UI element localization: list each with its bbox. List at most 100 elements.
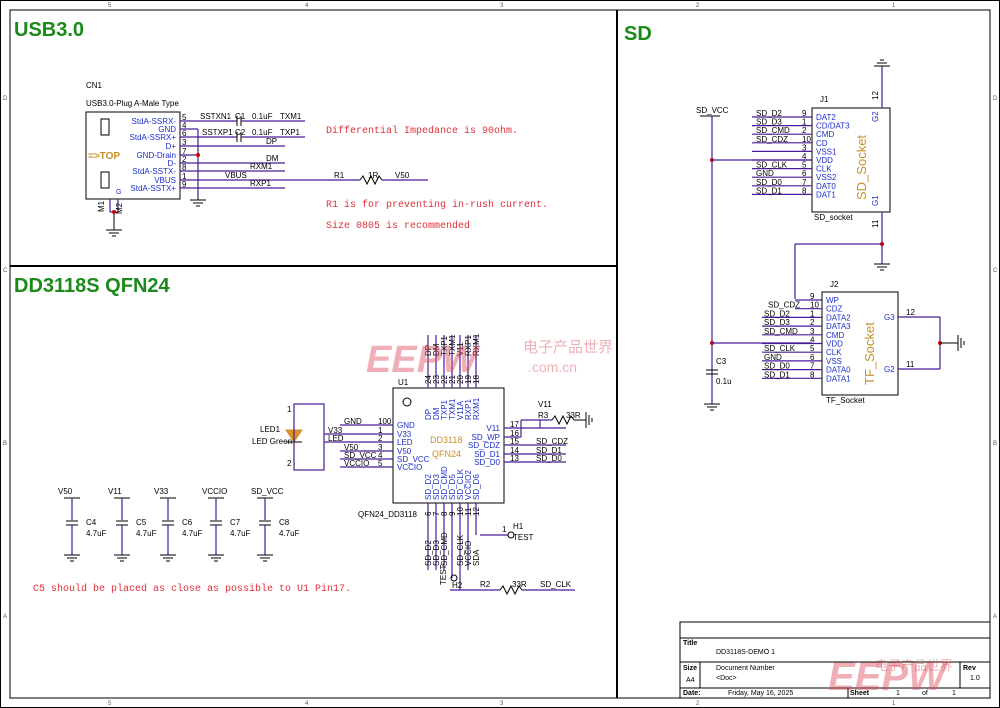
- svg-text:电子产品世界: 电子产品世界: [523, 339, 613, 356]
- svg-text:1: 1: [896, 690, 900, 697]
- cn1-pin-number: 3: [182, 138, 187, 147]
- u1-pin-name: SD_WP: [472, 433, 500, 442]
- cn1-pin-name: D+: [166, 142, 177, 151]
- cap-net-label: V11: [108, 487, 122, 496]
- cn1-pin-number: 9: [182, 180, 187, 189]
- svg-text:C3: C3: [716, 357, 727, 366]
- j2-net-label: SD_CDZ: [768, 301, 800, 310]
- u1-pin-name: SD_D0: [474, 458, 500, 467]
- svg-text:SD_socket: SD_socket: [814, 213, 853, 222]
- svg-text:SSTXP1: SSTXP1: [202, 128, 233, 137]
- j2-pin-name: DATA0: [826, 366, 851, 375]
- u1-net-label: SD_D1: [536, 446, 562, 455]
- svg-text:LED1: LED1: [260, 425, 281, 434]
- svg-text:LED Green: LED Green: [252, 437, 292, 446]
- u1-pin-number: 7: [432, 511, 441, 516]
- j1-pin-name: DAT2: [816, 113, 836, 122]
- svg-text:QFN24: QFN24: [432, 449, 461, 459]
- svg-text:U1: U1: [398, 378, 409, 387]
- j2-pin-number: 10: [810, 301, 819, 310]
- svg-text:1: 1: [287, 405, 292, 414]
- cap-net-label: V33: [154, 487, 169, 496]
- j1-pin-name: VSS1: [816, 147, 837, 156]
- svg-text:C1: C1: [235, 112, 246, 121]
- u1-pin-name: TXP1: [440, 399, 449, 420]
- svg-text:TF_Socket: TF_Socket: [862, 322, 877, 385]
- j1-pin-name: CMD: [816, 130, 834, 139]
- u1-pin-number: 1: [378, 426, 383, 435]
- svg-text:TEST: TEST: [513, 533, 534, 542]
- u1-pin-number: 3: [378, 443, 383, 452]
- u1-net-label: TXP1: [440, 335, 449, 356]
- cn1-pin-number: 5: [182, 113, 187, 122]
- svg-text:1.0: 1.0: [970, 675, 980, 682]
- watermark-corner: EEPW 电子产品世界: [828, 655, 953, 699]
- u1-net-label: SD_D0: [536, 454, 562, 463]
- svg-text:R2: R2: [480, 580, 491, 589]
- j1-pin-name: VDD: [816, 156, 833, 165]
- j1-pin-name: CLK: [816, 165, 832, 174]
- u1-pin-name: SD_D5: [448, 474, 457, 500]
- svg-text:DD3118S-DEMO 1: DD3118S-DEMO 1: [716, 649, 775, 656]
- u1-pin-number: 22: [440, 375, 449, 384]
- u1-pin-name: TXM1: [448, 398, 457, 420]
- cap-value: 4.7uF: [279, 529, 300, 538]
- u1-net-label: DM: [432, 343, 441, 356]
- cap-ref: C8: [279, 518, 290, 527]
- cn1-pin-name: StdA-SSRX+: [130, 133, 177, 142]
- u1-pin-name: SD_D3: [432, 474, 441, 500]
- svg-text:.com.cn: .com.cn: [528, 359, 577, 375]
- section-title-dd3118: DD3118S QFN24: [14, 275, 171, 297]
- svg-text:D: D: [993, 96, 998, 102]
- u1-pin-number: 9: [448, 511, 457, 516]
- cn1-wiring: SSTXN1 C1 0.1uF TXM1 SSTXP1 C2 0.1uF TXP…: [180, 112, 428, 207]
- u1-pin-number: 17: [510, 420, 519, 429]
- svg-text:1R: 1R: [368, 171, 378, 180]
- u1-pin-name: DM: [432, 407, 441, 420]
- cap-ref: C4: [86, 518, 97, 527]
- cap-ref: C5: [136, 518, 147, 527]
- cap-value: 4.7uF: [230, 529, 251, 538]
- j1-pin-name: VSS2: [816, 173, 837, 182]
- u1-net-label: VCCIO: [344, 459, 369, 468]
- u1-pin-number: 19: [464, 375, 473, 384]
- u1-pin-number: 4: [378, 451, 383, 460]
- j1-pin-name: CD: [816, 139, 828, 148]
- u1-pin-number: 20: [456, 375, 465, 384]
- j1-pin-name: DAT1: [816, 190, 836, 199]
- svg-text:J1: J1: [820, 95, 829, 104]
- j1-net-label: SD_D3: [756, 118, 782, 127]
- junction-dot: [112, 210, 116, 214]
- u1-net-label: SD_CDZ: [536, 437, 568, 446]
- j1-pin-name: CD/DAT3: [816, 122, 850, 131]
- svg-text:G2: G2: [884, 365, 895, 374]
- svg-text:USB3.0-Plug A-Male Type: USB3.0-Plug A-Male Type: [86, 99, 179, 108]
- note-c5-placement: C5 should be placed as close as possible…: [33, 583, 351, 595]
- u1-pin-number: 24: [424, 375, 433, 384]
- inner-frame: [9, 9, 991, 699]
- u1-pin-number: 10: [456, 507, 465, 516]
- svg-text:0.1u: 0.1u: [716, 377, 732, 386]
- j2-pin-number: 8: [810, 370, 815, 379]
- u1-net-label: RXM1: [472, 333, 481, 356]
- svg-text:C2: C2: [235, 128, 246, 137]
- u1-net-label: V50: [344, 443, 359, 452]
- u1-pin-number: 11: [464, 507, 473, 516]
- j1-pin-number: 7: [802, 178, 807, 187]
- svg-text:33R: 33R: [512, 580, 527, 589]
- svg-text:A: A: [3, 614, 7, 620]
- top-arrow-label: =>TOP: [88, 151, 120, 162]
- border-grid-labels: 5 4 3 2 1 5 4 3 2 1 D C B A D C B A: [3, 3, 998, 707]
- u1-pin-number: 12: [472, 507, 481, 516]
- u1-net-label: SDA: [472, 549, 481, 566]
- svg-text:2: 2: [696, 3, 700, 9]
- u1-net-label: GND: [344, 417, 362, 426]
- j2-pin-number: 5: [810, 344, 815, 353]
- j1-pin-number: 6: [802, 169, 807, 178]
- svg-text:5: 5: [108, 701, 112, 707]
- j2-net-label: SD_CLK: [764, 344, 796, 353]
- svg-text:TF_Socket: TF_Socket: [826, 396, 865, 405]
- j2-pin-name: DATA3: [826, 322, 851, 331]
- svg-text:M2: M2: [115, 202, 124, 214]
- u1-pin-name: SD_CDZ: [468, 441, 500, 450]
